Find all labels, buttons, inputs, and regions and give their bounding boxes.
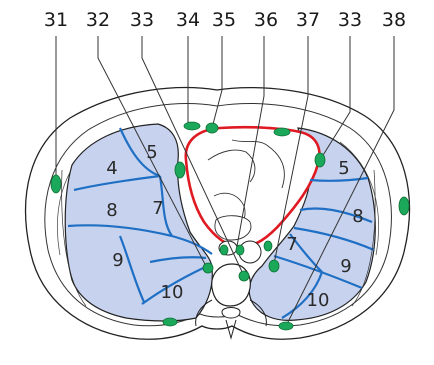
lymph-node: [50, 174, 62, 194]
callout-labels: 31 32 33 34 35 36 37 33 38: [44, 9, 406, 31]
lymph-node: [398, 196, 410, 216]
lymph-node: [263, 240, 273, 252]
left-lung-segment-labels: 5 8 7 9 10: [286, 158, 363, 311]
lymph-node: [205, 122, 219, 134]
lymph-node: [174, 161, 186, 179]
lymph-nodes: [50, 121, 410, 331]
rib-contour-right: [339, 141, 379, 256]
segment-label: 7: [286, 234, 297, 255]
callout-label: 34: [176, 9, 200, 31]
lymph-node: [268, 259, 280, 273]
transverse-process-left: [195, 299, 213, 327]
lymph-node: [314, 152, 326, 168]
vertebral-body: [211, 263, 251, 307]
heart-chamber-line-2: [231, 139, 285, 189]
segment-label: 8: [106, 200, 117, 221]
heart-chamber-line-1: [207, 149, 256, 183]
spinous-process: [225, 319, 237, 340]
pleura-line-left: [351, 169, 376, 307]
callout-label: 35: [212, 9, 236, 31]
lymph-node: [238, 270, 250, 282]
callout-label: 38: [382, 9, 406, 31]
lymph-node: [202, 262, 214, 274]
callout-label: 33: [130, 9, 154, 31]
lymph-node: [278, 321, 294, 331]
left-lung: [248, 127, 376, 321]
body-outline: [24, 86, 411, 340]
segment-label: 5: [146, 142, 157, 163]
segment-label: 7: [152, 198, 163, 219]
callout-label: 32: [86, 9, 110, 31]
leader-lines: [55, 36, 395, 327]
segment-label: 5: [338, 158, 349, 179]
segment-label: 10: [161, 282, 184, 303]
lymph-node: [183, 121, 201, 131]
transverse-process-right: [249, 299, 267, 327]
left-atrium: [214, 215, 252, 241]
spinal-canal: [221, 307, 241, 319]
pleura-line-right: [61, 169, 87, 307]
lymph-node: [235, 244, 245, 256]
callout-label: 37: [296, 9, 320, 31]
lymph-node: [219, 244, 229, 256]
callout-label: 31: [44, 9, 68, 31]
segment-label: 9: [112, 250, 123, 271]
left-lung-segment-lines: [273, 176, 375, 319]
segment-label: 8: [352, 206, 363, 227]
segment-label: 10: [307, 290, 330, 311]
segment-label: 4: [106, 158, 117, 179]
callout-label: 33: [338, 9, 362, 31]
callout-label: 36: [254, 9, 278, 31]
lymph-node: [162, 317, 178, 327]
segment-label: 9: [340, 256, 351, 277]
lymph-node: [273, 127, 291, 137]
right-lung-segment-labels: 5 4 8 7 9 10: [106, 142, 183, 303]
